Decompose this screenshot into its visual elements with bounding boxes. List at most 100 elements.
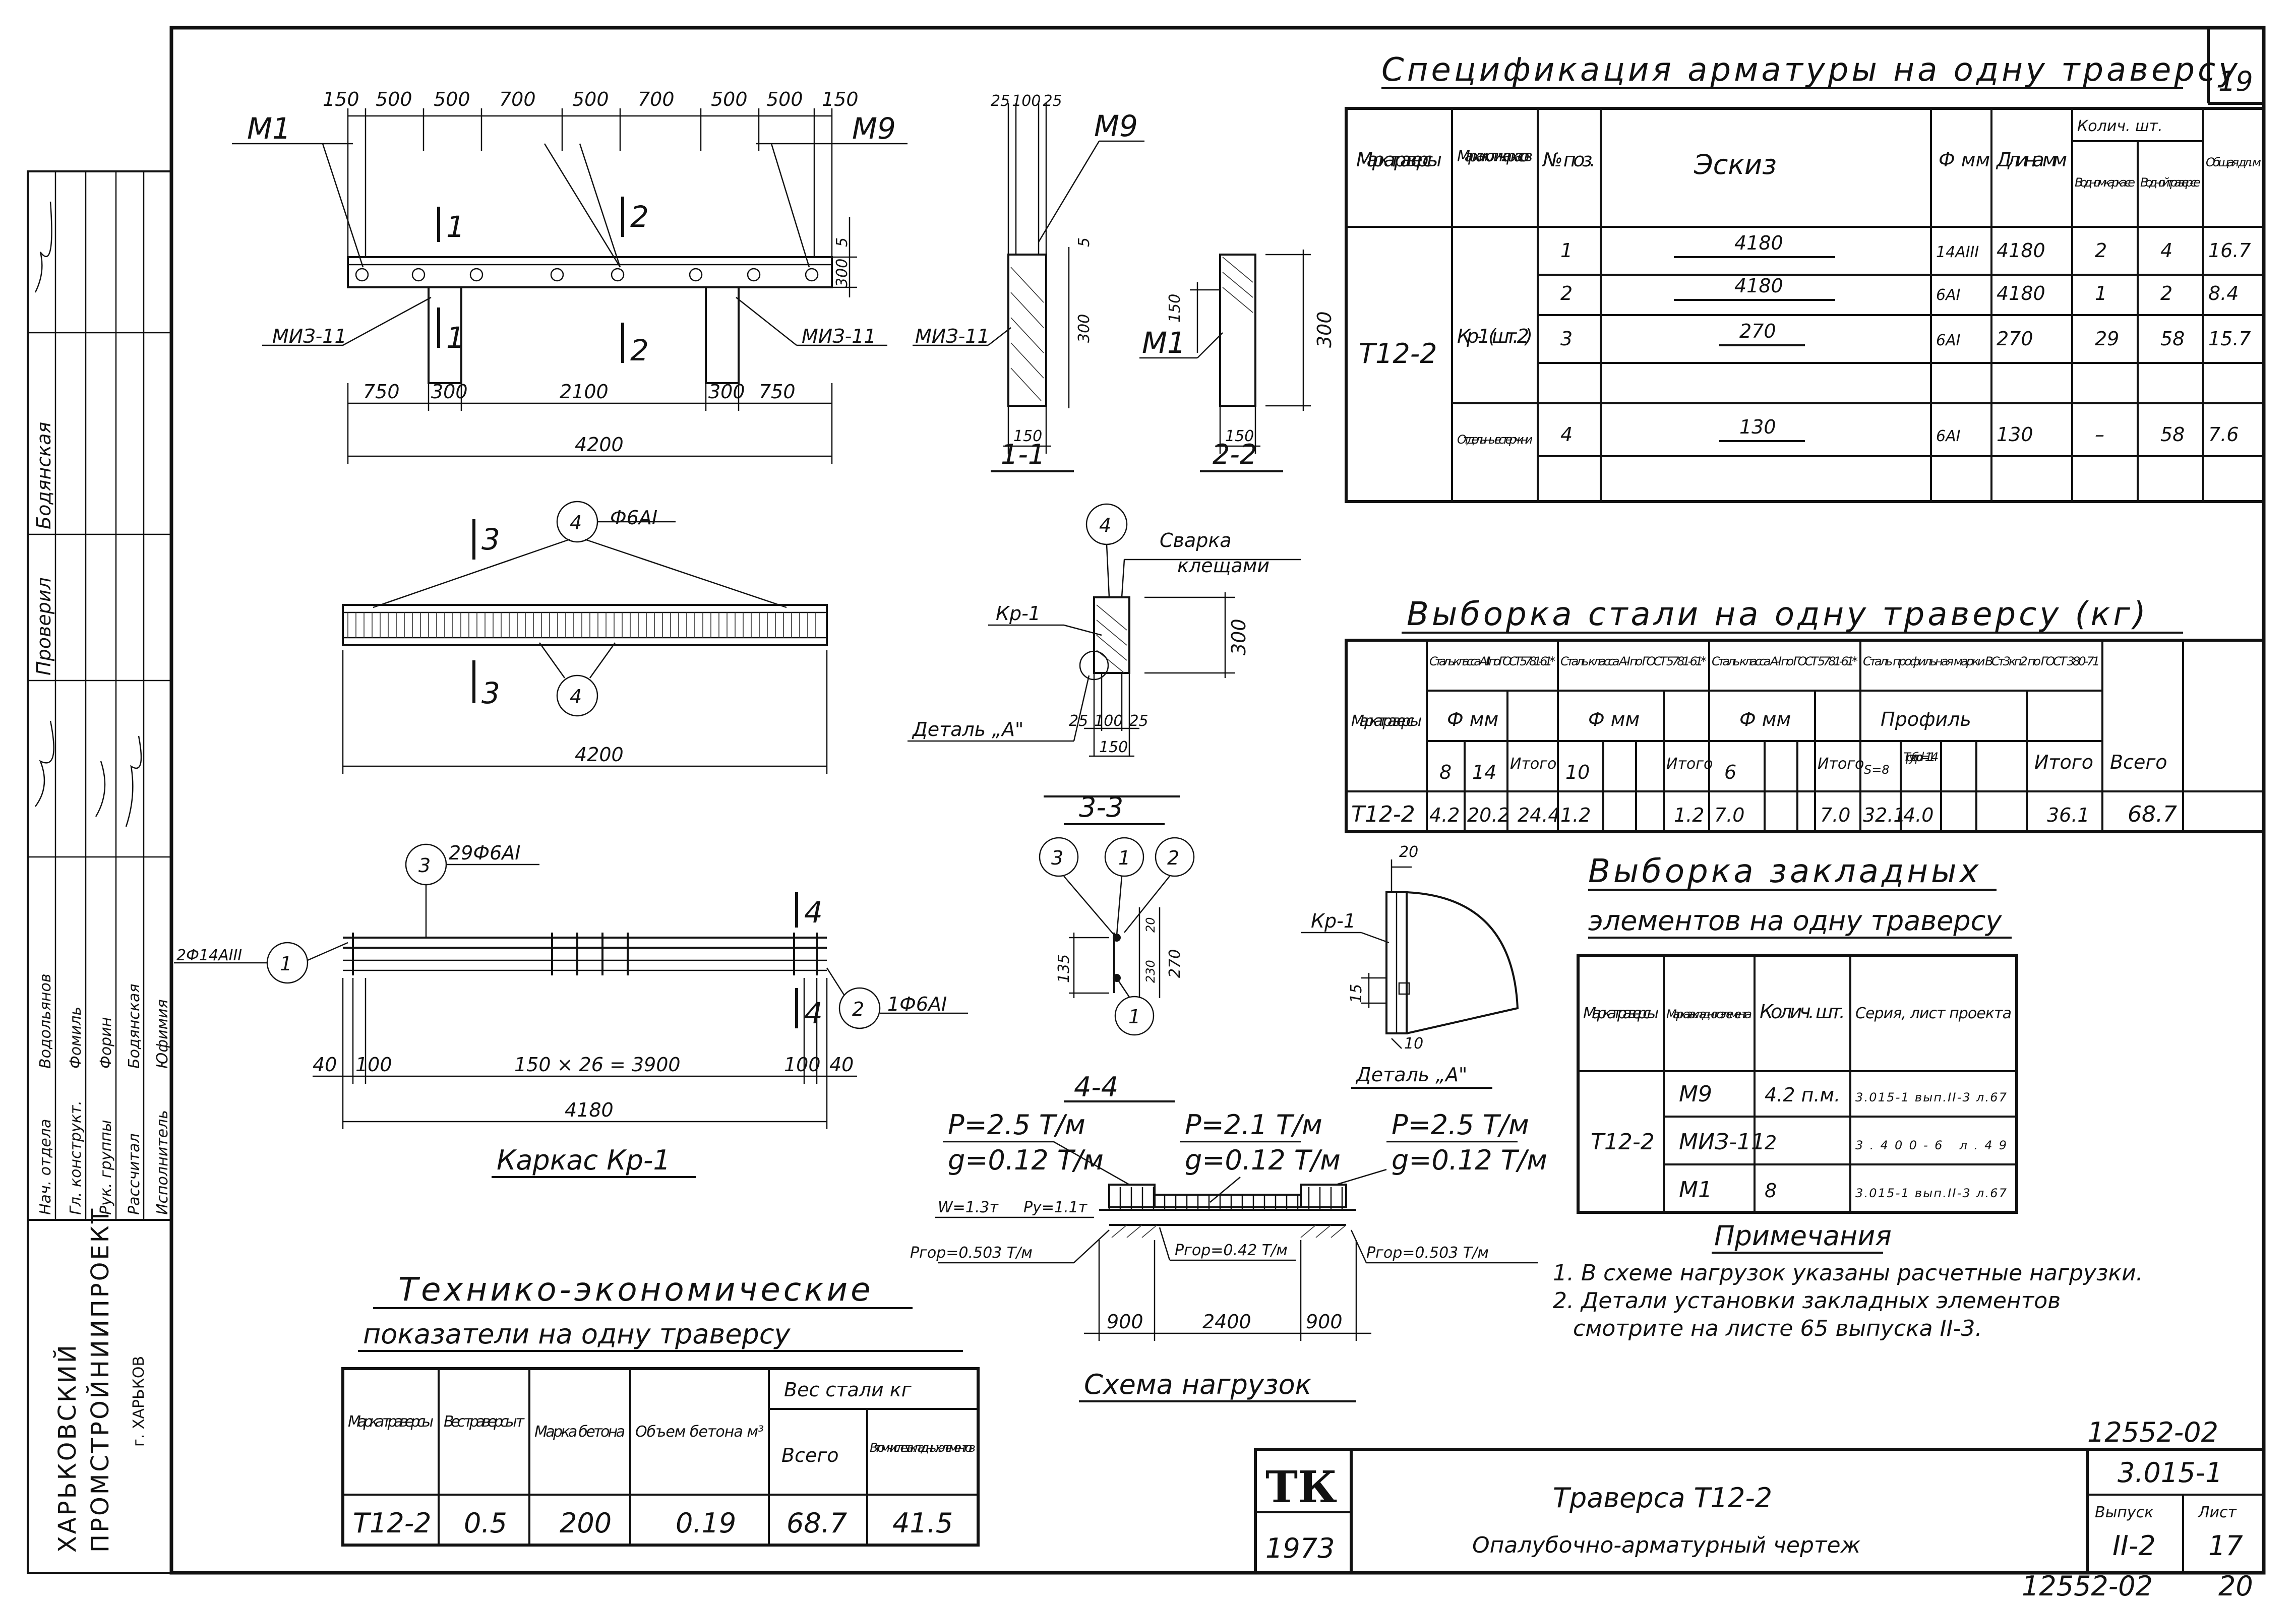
elev-dim-bottom-5: 750 (759, 381, 796, 403)
detail-a-dim-10: 10 (1404, 1035, 1423, 1053)
plan-marker-bottom: 4 (570, 686, 582, 708)
steel-h-brand: Марка траверсы (1351, 712, 1422, 730)
stamp-name-5: Юфимия (154, 999, 171, 1069)
spec-h-total: Общая дл. м (2206, 155, 2261, 169)
s44-title: 4-4 (1074, 1071, 1118, 1103)
spec-pos: 3 (1560, 328, 1573, 350)
s44-marker-3: 3 (1051, 847, 1063, 869)
steel-h-d10: 10 (1565, 761, 1590, 783)
s33-weld-1: Сварка (1160, 529, 1232, 551)
load-pgor-left: Pгор=0.503 Т/м (910, 1244, 1033, 1262)
load-right-g: g=0.12 Т/м (1392, 1144, 1547, 1176)
title-sheet-label: Лист (2198, 1504, 2238, 1521)
title-tk: ТК (1265, 1462, 1337, 1513)
elev-dim-top-6: 700 (638, 88, 675, 110)
spec-h-frame: Марка и колич. карка-сов (1457, 148, 1533, 165)
elev-dim-top-7: 500 (711, 88, 748, 110)
steel-h-g4: Сталь профильная марки ВСт3кп2 по ГОСТ 3… (1863, 654, 2100, 668)
steel-table: Выборка стали на одну траверсу (кг) (1345, 596, 2265, 833)
embedded-title-1: Выборка закладных (1588, 853, 1981, 890)
elev-cut-2a: 2 (630, 200, 649, 234)
s11-dim-300: 300 (1075, 314, 1093, 343)
tech-table: Технико-экономические показатели на одну… (341, 1271, 980, 1547)
steel-brand: Т12-2 (1351, 802, 1415, 827)
spec-separate-group: Отдель-ные стержни (1457, 433, 1533, 447)
stamp-role-1: Нач. отдела (37, 1119, 54, 1215)
tech-h-embedded: В том числе закладных элементов (870, 1441, 976, 1455)
elev-dim-top-4: 700 (499, 88, 536, 110)
detail-a-dim-15: 15 (1348, 984, 1365, 1003)
steel-h-d6: 6 (1724, 761, 1736, 783)
plan-view: 4 Ф6АI 4 3 3 4200 (342, 501, 828, 774)
spec-len: 130 (1997, 423, 2033, 446)
elev-dim-top-3: 500 (434, 88, 470, 110)
kr1-dim-40-right: 40 (829, 1054, 854, 1076)
emb-series: 3.015-1 вып.II-3 л.67 (1855, 1186, 2007, 1200)
s11-label-mi3: МИЗ-11 (915, 325, 990, 347)
spec-h-brand: Марка траверсы (1356, 149, 1442, 171)
steel-v10: 1.2 (1560, 804, 1591, 826)
kr1-left-label: 2Ф14АIII (176, 947, 242, 964)
steel-h-g3: Сталь класса А-I по ГОСТ 5781-61* (1712, 654, 1858, 668)
spec-qty-trav: 2 (2160, 282, 2172, 304)
load-py: Py=1.1т (1023, 1199, 1088, 1216)
elev-label-m1: М1 (247, 111, 291, 146)
note-3: смотрите на листе 65 выпуска II-3. (1573, 1316, 1982, 1341)
s11-dim-5: 5 (1075, 237, 1093, 247)
spec-qty-frame: 1 (2095, 282, 2107, 304)
kr1-marker-right: 2 (852, 998, 864, 1020)
steel-h-s8: S=8 (1864, 763, 1890, 777)
spec-qty-trav: 58 (2160, 423, 2185, 446)
elev-total: 4200 (575, 434, 624, 456)
spec-h-len: Длина мм (1996, 149, 2067, 171)
spec-h-dia: Ф мм (1939, 149, 1990, 171)
tech-concrete: 200 (560, 1507, 612, 1539)
spec-pos: 2 (1560, 282, 1573, 304)
spec-h-sketch: Эскиз (1694, 149, 1777, 180)
emb-qty: 8 (1765, 1180, 1777, 1202)
s11-title: 1-1 (1001, 439, 1045, 470)
detail-a-dim-20: 20 (1399, 843, 1418, 861)
plan-cut-bottom: 3 (481, 676, 500, 710)
kr1-dim-100-left: 100 (355, 1054, 392, 1076)
s22-dim-150: 150 (1166, 294, 1184, 323)
spec-sketch-length: 270 (1739, 320, 1776, 342)
steel-h-d8: 8 (1439, 761, 1452, 783)
s33-marker: 4 (1099, 514, 1111, 536)
signature-stamp: Проверил Бодянская Нач. отдела Водольяно… (27, 170, 172, 1574)
spec-total: 16.7 (2208, 239, 2251, 262)
kr1-marker-left: 1 (280, 953, 292, 975)
s33-frame-label: Кр-1 (996, 602, 1041, 625)
emb-qty: 2 (1765, 1132, 1777, 1154)
steel-it1: 24.4 (1518, 804, 1560, 826)
load-mid-p: P=2.1 Т/м (1185, 1109, 1322, 1141)
s22-dim-300: 300 (1313, 311, 1336, 348)
tech-title-2: показатели на одну траверсу (363, 1318, 791, 1350)
spec-qty-frame: – (2095, 423, 2104, 446)
kr1-right-label: 1Ф6АI (887, 993, 947, 1015)
s22-dim-bottom: 150 (1225, 427, 1254, 445)
organization-name-2: ПРОМСТРОЙНИИПРОЕКТ (86, 1207, 114, 1553)
emb-qty: 4.2 п.м. (1765, 1084, 1840, 1106)
kr1-cut-top: 4 (804, 895, 823, 930)
steel-v14: 20.2 (1467, 804, 1510, 826)
elev-dim-top-8: 500 (766, 88, 803, 110)
detail-a: 20 Кр-1 15 10 Деталь „А" (1301, 843, 1519, 1089)
stamp-label-checked: Проверил (33, 577, 55, 675)
stamp-name-2: Фомиль (67, 1007, 85, 1069)
page-number: 19 (2218, 66, 2253, 97)
s44-marker-1b: 1 (1128, 1006, 1140, 1028)
s33-detail-label: Деталь „А" (912, 718, 1023, 741)
elev-dim-bottom-2: 300 (431, 381, 468, 403)
steel-h-tube: Труб.гр. d=114 (1903, 750, 1939, 764)
spec-dia: 6АI (1936, 332, 1961, 349)
spec-h-pos: № поз. (1542, 149, 1596, 171)
tech-h-steel: Вес стали кг (784, 1379, 912, 1401)
section-2-2: 300 150 М1 150 2-2 (1139, 250, 1336, 472)
emb-series: 3.015-1 вып.II-3 л.67 (1855, 1090, 2007, 1104)
s33-dim-width: 150 (1099, 738, 1128, 756)
emb-series: 3.400-6 л.49 (1855, 1138, 2007, 1152)
spec-dia: 14АIII (1936, 243, 1979, 261)
